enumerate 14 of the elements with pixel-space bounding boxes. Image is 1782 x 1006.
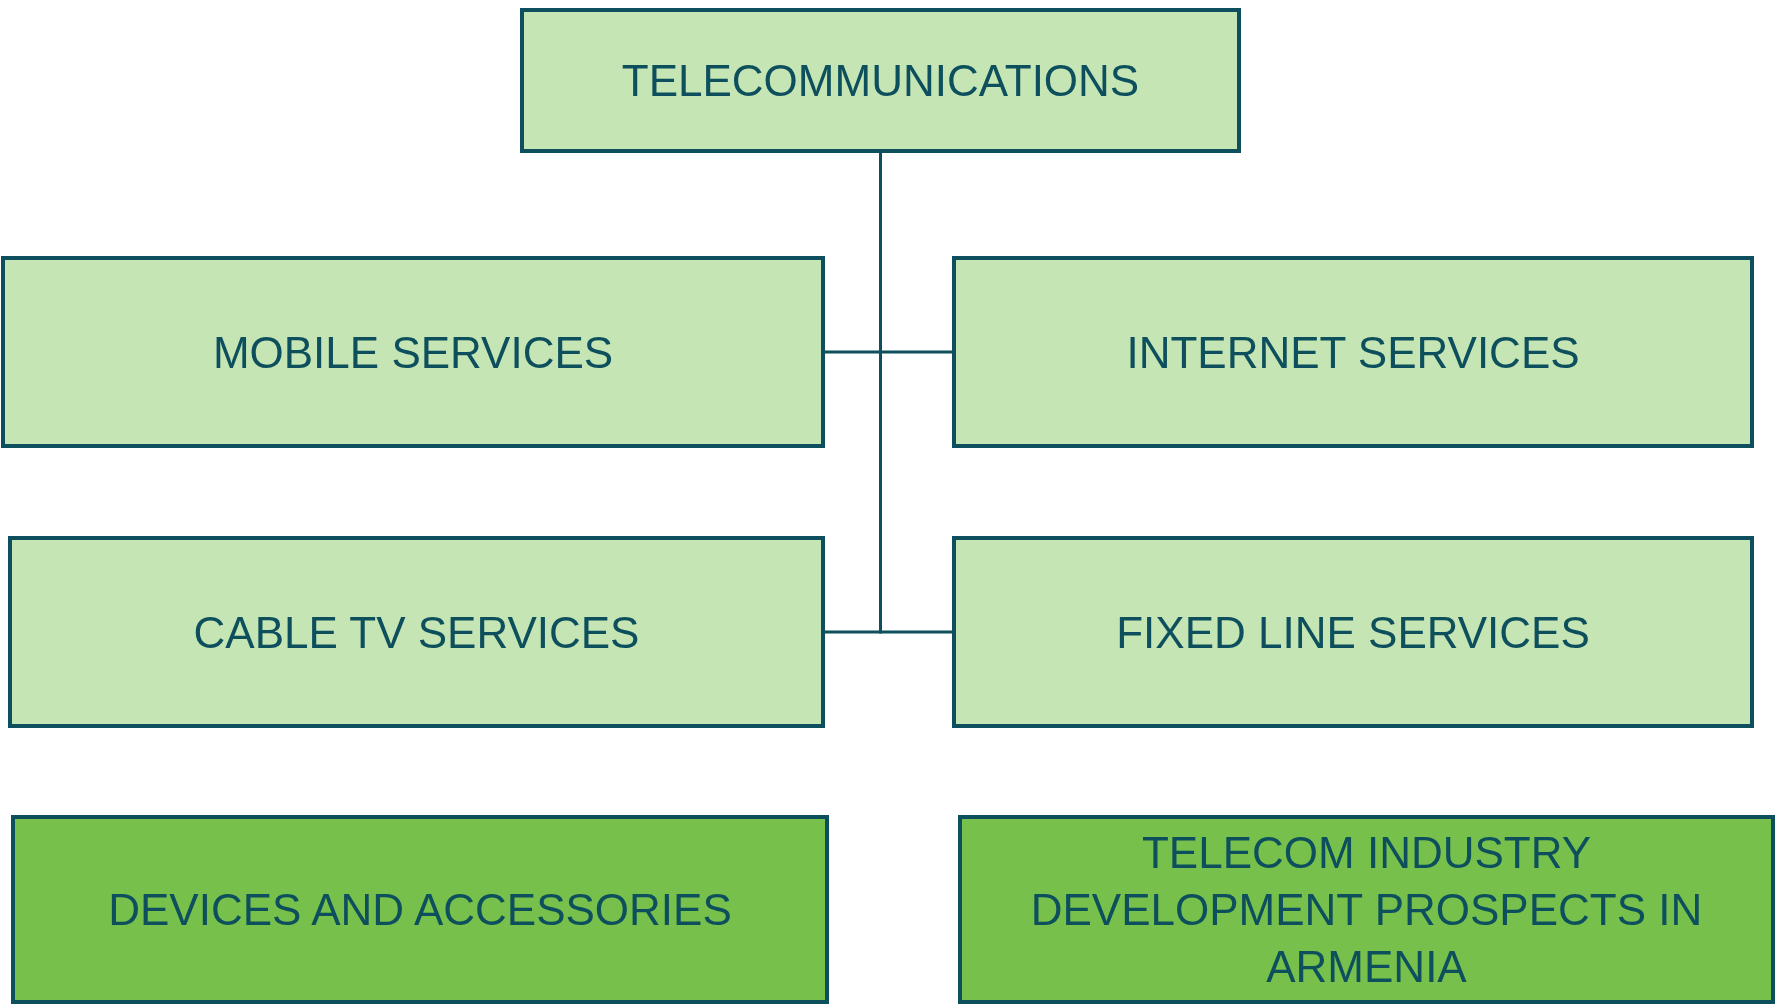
box-label: DEVICES AND ACCESSORIES (107, 884, 733, 936)
box-label: TELECOM INDUSTRY DEVELOPMENT PROSPECTS IN ARMENIA (1029, 827, 1704, 993)
topic-box (11, 815, 829, 1004)
topic-box (958, 815, 1775, 1004)
category-box (520, 8, 1241, 153)
box-label: CABLE TV SERVICES (192, 606, 641, 659)
box-label: MOBILE SERVICES (211, 326, 615, 379)
box-label: TELECOMMUNICATIONS (620, 55, 1141, 107)
box-label: INTERNET SERVICES (1125, 326, 1581, 379)
category-box (1, 256, 825, 448)
category-box (952, 256, 1754, 448)
category-box (8, 536, 825, 728)
category-box (952, 536, 1754, 728)
box-label: FIXED LINE SERVICES (1115, 606, 1591, 659)
